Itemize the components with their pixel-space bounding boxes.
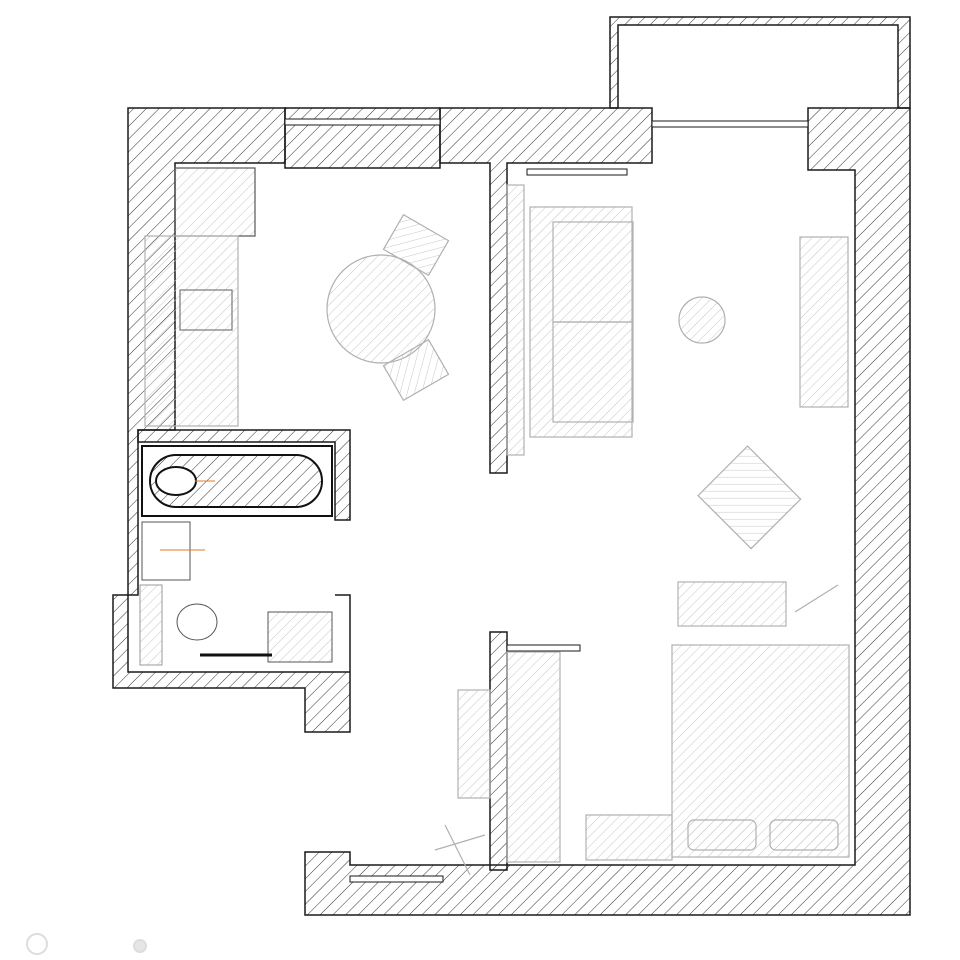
armchair bbox=[697, 445, 802, 550]
chair bbox=[382, 338, 450, 402]
washing-machine bbox=[267, 611, 333, 663]
kitchen-cabinet bbox=[174, 167, 256, 237]
nightstand bbox=[585, 814, 673, 861]
wardrobe-bedroom bbox=[506, 651, 561, 863]
pillow bbox=[769, 819, 839, 851]
bathroom bbox=[139, 445, 333, 666]
tv-unit bbox=[506, 184, 525, 456]
stove bbox=[179, 289, 233, 331]
bench bbox=[677, 581, 787, 627]
sink bbox=[141, 521, 191, 581]
watermark-logo-icon bbox=[26, 933, 147, 955]
kitchen-counter bbox=[144, 235, 239, 427]
pillow bbox=[687, 819, 757, 851]
wardrobe-living bbox=[799, 236, 849, 408]
chair bbox=[382, 213, 450, 277]
windows bbox=[284, 118, 809, 883]
window-recess-kitchen bbox=[284, 107, 441, 169]
furniture bbox=[144, 167, 850, 876]
dining-table bbox=[326, 254, 436, 364]
balcony bbox=[609, 16, 911, 109]
sofa-seat bbox=[552, 321, 634, 423]
coffee-table bbox=[678, 296, 726, 344]
hall-shelf bbox=[457, 689, 491, 799]
toilet bbox=[176, 603, 218, 641]
exterior-walls bbox=[112, 107, 911, 916]
